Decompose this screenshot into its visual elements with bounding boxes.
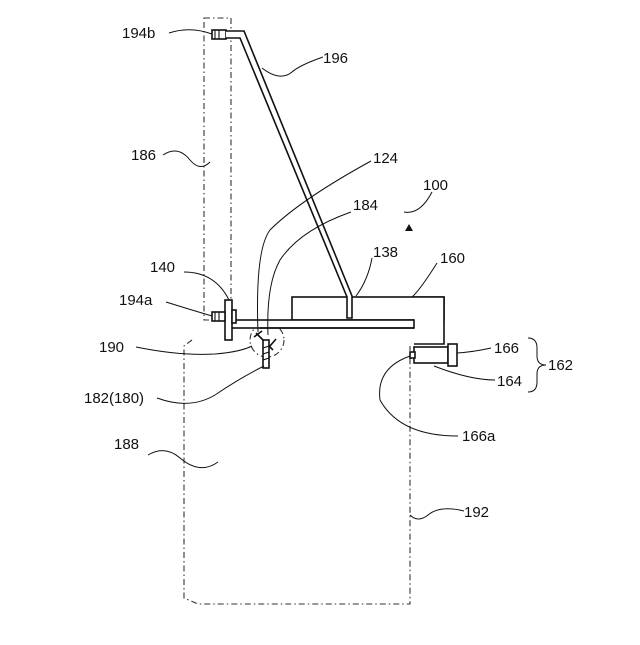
label-186: 186 <box>131 147 156 164</box>
label-192: 192 <box>464 504 489 521</box>
leader-166a <box>380 356 458 436</box>
lower-body-188-outline <box>184 340 410 604</box>
leader-190 <box>136 346 252 354</box>
label-166a: 166a <box>462 428 496 445</box>
leader-196 <box>262 57 323 76</box>
label-140: 140 <box>150 259 175 276</box>
bracket-160-leg <box>414 297 444 344</box>
label-190: 190 <box>99 339 124 356</box>
leader-194b <box>169 30 212 34</box>
label-184: 184 <box>353 197 378 214</box>
leader-192 <box>410 509 464 519</box>
leader-140 <box>184 272 229 300</box>
label-164: 164 <box>497 373 522 390</box>
label-162: 162 <box>548 357 573 374</box>
label-100: 100 <box>423 177 448 194</box>
leader-194a <box>166 302 212 316</box>
leader-100 <box>404 192 432 212</box>
label-182-180: 182(180) <box>84 390 144 407</box>
leader-182 <box>157 366 264 403</box>
leader-138 <box>356 258 372 296</box>
label-188: 188 <box>114 436 139 453</box>
upper-panel-186-outline <box>204 18 231 320</box>
nut-194a <box>232 310 236 323</box>
leader-186 <box>163 151 210 167</box>
plate-140 <box>225 300 232 340</box>
leader-160 <box>412 263 437 297</box>
leader-164 <box>434 366 495 380</box>
label-166: 166 <box>494 340 519 357</box>
arrow-100 <box>405 224 413 231</box>
knob-head-166 <box>448 344 457 366</box>
leader-188 <box>148 451 218 468</box>
brace-162 <box>528 338 546 392</box>
label-196: 196 <box>323 50 348 67</box>
label-194b: 194b <box>122 25 155 42</box>
arm-138 <box>228 320 414 328</box>
label-124: 124 <box>373 150 398 167</box>
knob-shaft-164 <box>414 347 448 363</box>
leader-166 <box>457 348 491 353</box>
label-194a: 194a <box>119 292 153 309</box>
label-160: 160 <box>440 250 465 267</box>
label-138: 138 <box>373 244 398 261</box>
knob-tip-166a <box>410 352 415 358</box>
fastener-184-washer <box>270 339 276 346</box>
